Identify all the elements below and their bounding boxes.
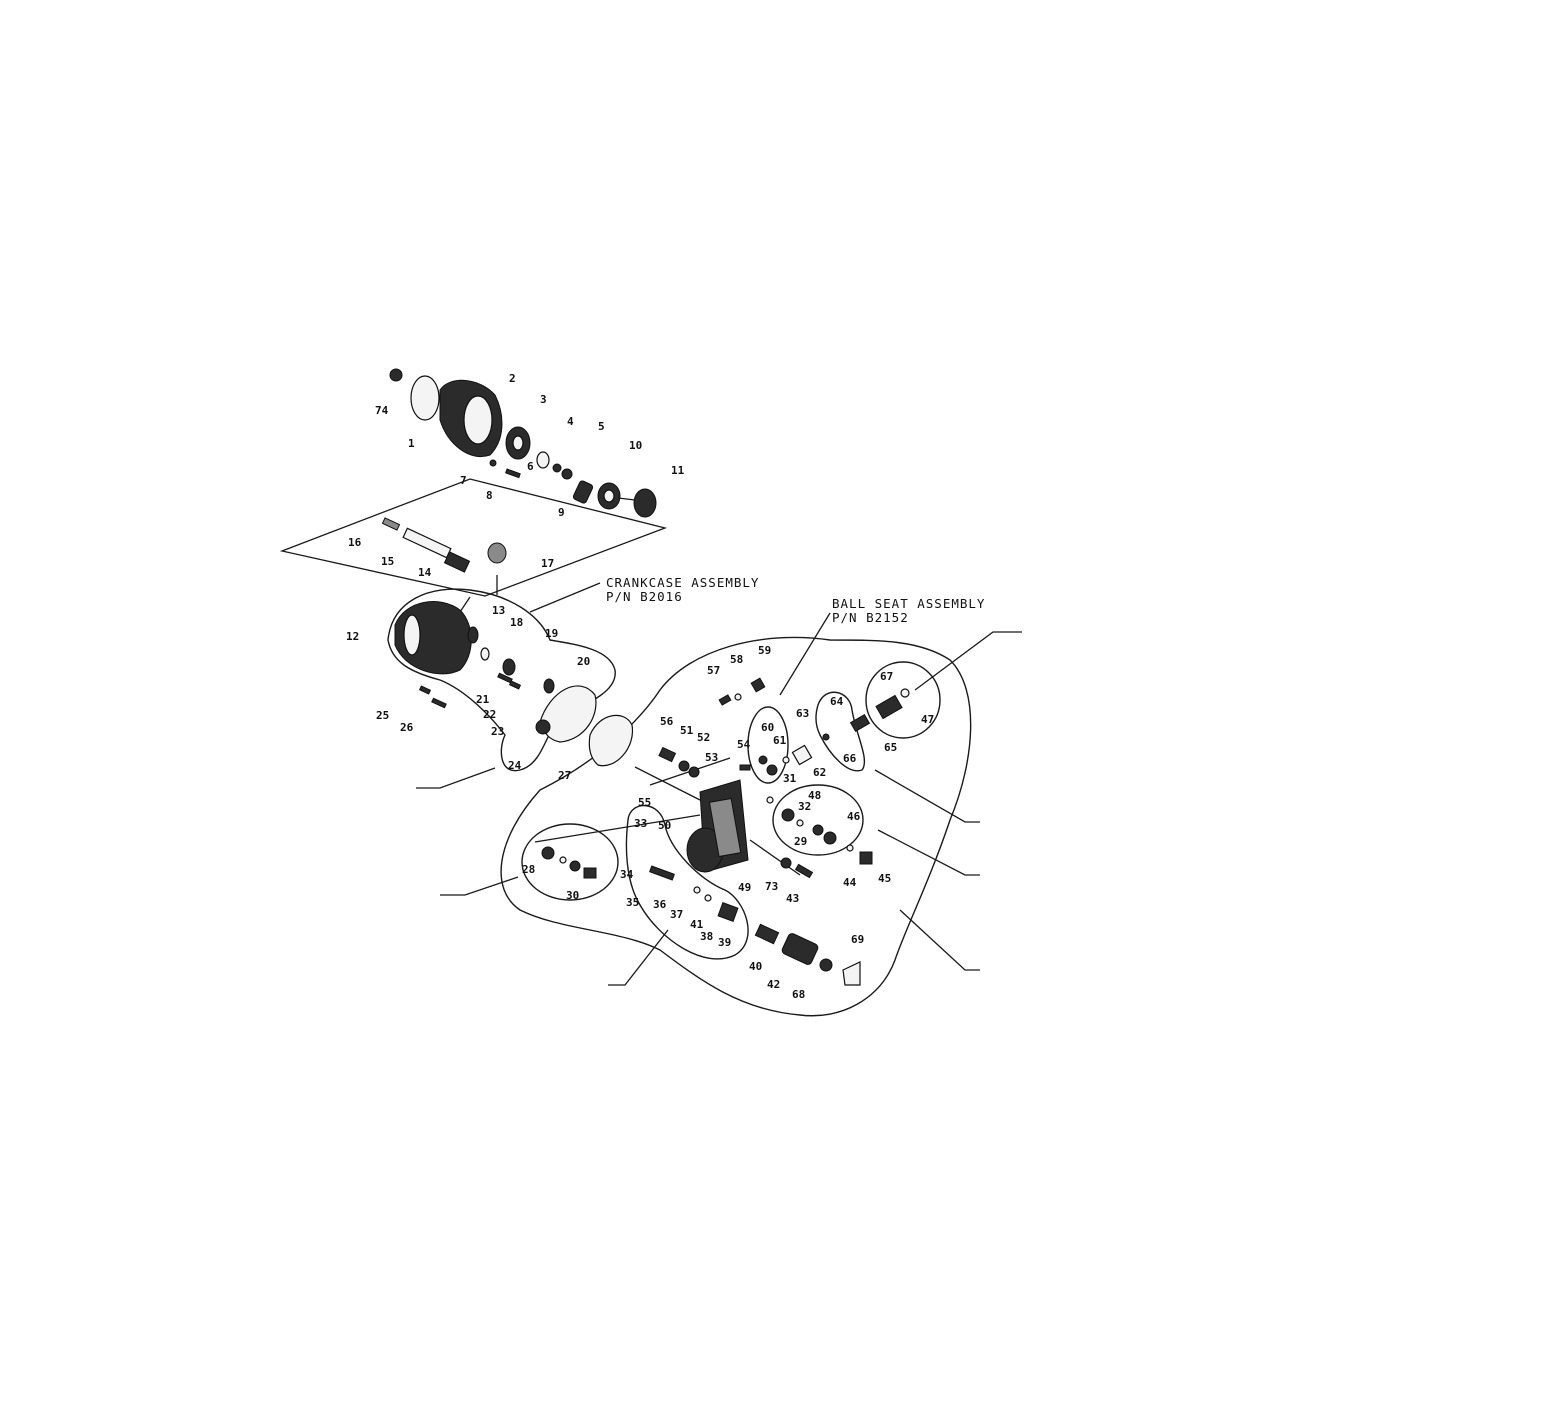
callout-number: 58 <box>730 653 743 666</box>
callout-number: 61 <box>773 734 787 747</box>
callout-number: 57 <box>707 664 720 677</box>
callout-number: 62 <box>813 766 826 779</box>
callout-number: 14 <box>418 566 432 579</box>
callout-number: 55 <box>638 796 651 809</box>
callout-number: 35 <box>626 896 639 909</box>
callout-number: 15 <box>381 555 394 568</box>
ball-seat-title-line2: P/N B2152 <box>832 610 909 625</box>
callout-number: 42 <box>767 978 780 991</box>
callout-number: 44 <box>843 876 857 889</box>
callout-number: 45 <box>878 872 891 885</box>
callout-number: 25 <box>376 709 389 722</box>
crankcase-title-line1: CRANKCASE ASSEMBLY <box>606 575 759 590</box>
callout-number: 40 <box>749 960 762 973</box>
callout-number: 39 <box>718 936 731 949</box>
callout-number: 46 <box>847 810 861 823</box>
callout-number: 59 <box>758 644 771 657</box>
callout-number: 27 <box>558 769 571 782</box>
ball-seat-title-line1: BALL SEAT ASSEMBLY <box>832 596 985 611</box>
callout-number: 7 <box>460 474 467 487</box>
callout-number: 73 <box>765 880 778 893</box>
callout-number: 43 <box>786 892 799 905</box>
callout-number: 18 <box>510 616 523 629</box>
callout-number: 51 <box>680 724 694 737</box>
callout-number: 47 <box>921 713 934 726</box>
callout-number: 54 <box>737 738 751 751</box>
callout-number: 63 <box>796 707 809 720</box>
callout-number: 1 <box>408 437 415 450</box>
callout-number: 8 <box>486 489 493 502</box>
callout-number: 56 <box>660 715 674 728</box>
callout-number: 53 <box>705 751 718 764</box>
callout-number: 9 <box>558 506 565 519</box>
callout-number: 68 <box>792 988 805 1001</box>
callout-number: 10 <box>629 439 642 452</box>
callout-number: 66 <box>843 752 857 765</box>
callout-number: 37 <box>670 908 683 921</box>
callout-number: 28 <box>522 863 535 876</box>
callout-number: 31 <box>783 772 797 785</box>
callout-number: 36 <box>653 898 667 911</box>
callout-number: 32 <box>798 800 811 813</box>
callout-number: 64 <box>830 695 844 708</box>
callout-number: 2 <box>509 372 516 385</box>
crankcase-title-line2: P/N B2016 <box>606 589 683 604</box>
callout-number: 67 <box>880 670 893 683</box>
callout-number: 49 <box>738 881 751 894</box>
outline-47-67 <box>866 662 940 738</box>
callout-number: 19 <box>545 627 558 640</box>
callout-number: 29 <box>794 835 807 848</box>
callout-number: 26 <box>400 721 414 734</box>
part-shapes <box>382 369 909 985</box>
callout-number: 30 <box>566 889 579 902</box>
callout-number: 6 <box>527 460 534 473</box>
callout-number: 38 <box>700 930 713 943</box>
callout-number: 13 <box>492 604 505 617</box>
callout-number: 34 <box>620 868 634 881</box>
callout-number: 20 <box>577 655 590 668</box>
callout-number: 12 <box>346 630 359 643</box>
callout-number: 65 <box>884 741 897 754</box>
callout-number: 21 <box>476 693 490 706</box>
edge-leaders <box>416 575 1022 985</box>
callout-number: 16 <box>348 536 362 549</box>
callout-number: 4 <box>567 415 574 428</box>
callout-number: 23 <box>491 725 504 738</box>
callout-number: 33 <box>634 817 647 830</box>
callout-number: 69 <box>851 933 864 946</box>
callout-number: 74 <box>375 404 389 417</box>
callout-number: 60 <box>761 721 774 734</box>
callout-number: 11 <box>671 464 685 477</box>
callout-number: 17 <box>541 557 554 570</box>
callout-number: 22 <box>483 708 496 721</box>
callout-number: 3 <box>540 393 547 406</box>
callout-number: 50 <box>658 819 671 832</box>
callout-number: 52 <box>697 731 710 744</box>
callout-number: 5 <box>598 420 605 433</box>
callout-number: 24 <box>508 759 522 772</box>
